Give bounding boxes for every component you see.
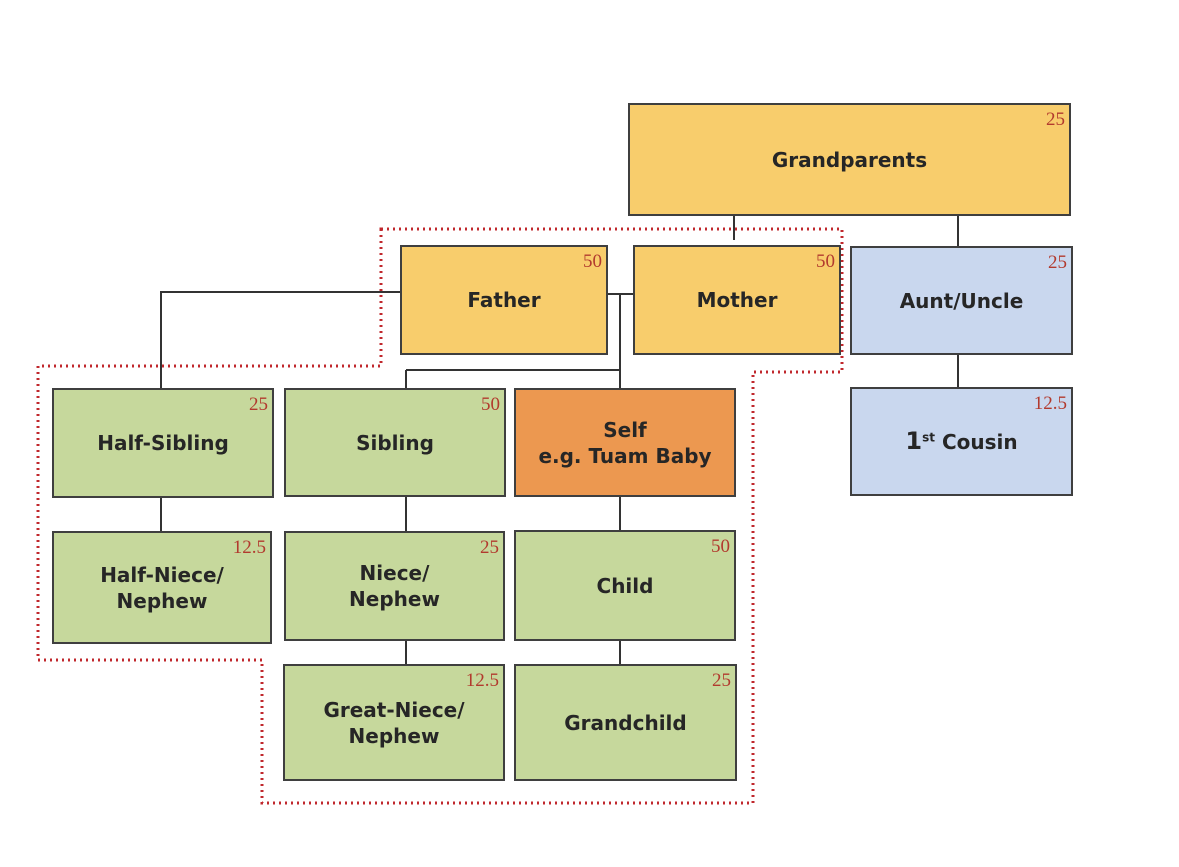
node-label: Grandchild [564,710,687,735]
node-label: Aunt/Uncle [899,288,1024,313]
node-grandchild: Grandchild 25 [514,664,737,781]
node-first-cousin: 1st Cousin 12.5 [850,387,1073,496]
relatedness-value: 50 [583,251,602,272]
node-label-line1: Great-Niece/ [323,697,465,722]
node-child: Child 50 [514,530,736,641]
node-label-line1: Self [603,417,647,442]
node-niece-nephew: Niece/ Nephew 25 [284,531,505,641]
node-aunt-uncle: Aunt/Uncle 25 [850,246,1073,355]
relatedness-value: 25 [1046,109,1065,130]
node-label: 1st Cousin [905,426,1017,457]
node-label: Child [596,573,654,598]
node-label-line2: Nephew [349,587,440,611]
node-label: Father [467,288,541,312]
node-label-line2: e.g. Tuam Baby [538,443,712,468]
node-grandparents: Grandparents 25 [628,103,1071,216]
node-label-line2: Nephew [348,723,440,748]
relatedness-value: 25 [712,670,731,691]
node-great-niece-nephew: Great-Niece/ Nephew 12.5 [283,664,505,781]
node-half-niece-nephew: Half-Niece/ Nephew 12.5 [52,531,272,644]
node-label-line1: Half-Niece/ [100,562,224,587]
relatedness-value: 12.5 [232,537,266,558]
node-half-sibling: Half-Sibling 25 [52,388,274,498]
connector-father-halfsibling [160,291,400,388]
node-label-num: 1 [905,426,923,455]
node-label-line2: Nephew [116,588,208,613]
relatedness-value: 12.5 [465,670,499,691]
dotted-boundary [36,227,844,805]
relatedness-value: 25 [1048,252,1067,273]
node-label-sup: st [922,430,935,445]
relatedness-value: 50 [481,394,500,415]
node-label: Half-Sibling [97,431,229,455]
relatedness-value: 50 [711,536,730,557]
relatedness-value: 25 [249,394,268,415]
node-self: Self e.g. Tuam Baby [514,388,736,497]
node-label-line1: Niece/ [359,561,430,585]
node-label: Sibling [356,430,434,455]
node-mother: Mother 50 [633,245,841,355]
node-label-rest: Cousin [934,429,1018,454]
node-sibling: Sibling 50 [284,388,506,497]
node-father: Father 50 [400,245,608,355]
relatedness-value: 25 [480,537,499,558]
relatedness-value: 50 [816,251,835,272]
node-label: Grandparents [771,147,928,172]
relatedness-value: 12.5 [1033,393,1067,414]
node-label: Mother [696,288,778,312]
